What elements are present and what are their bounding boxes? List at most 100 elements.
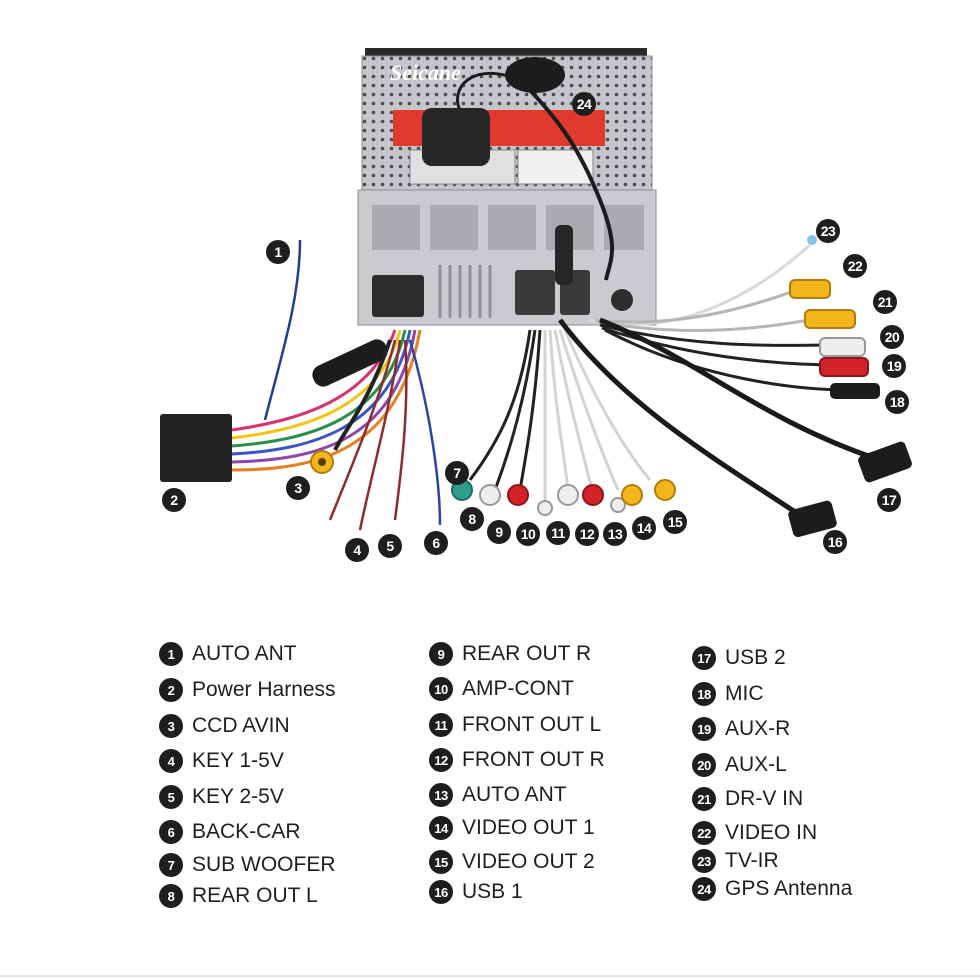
legend-label: AUX-R (725, 717, 791, 740)
callout-14: 14 (632, 516, 656, 540)
callout-11: 11 (546, 521, 570, 545)
legend-label: AUX-L (725, 753, 787, 776)
legend-label: REAR OUT R (462, 642, 592, 665)
legend-number: 6 (159, 820, 183, 844)
callout-1: 1 (266, 240, 290, 264)
wiring-illustration: Seicane (160, 48, 912, 538)
ccd-avin-connector (310, 339, 392, 474)
legend-item: 14 VIDEO OUT 1 (429, 816, 595, 840)
legend-label: VIDEO OUT 2 (462, 850, 595, 873)
legend-label: Power Harness (192, 678, 336, 701)
legend-label: TV-IR (725, 849, 779, 872)
legend-label: KEY 2-5V (192, 785, 284, 808)
legend-item: 12 FRONT OUT R (429, 748, 605, 772)
legend-label: USB 2 (725, 646, 786, 669)
callout-15: 15 (663, 510, 687, 534)
legend-item: 4 KEY 1-5V (159, 749, 284, 773)
legend-label: CCD AVIN (192, 714, 290, 737)
legend-number: 20 (692, 753, 716, 777)
legend-label: AUTO ANT (462, 783, 567, 806)
legend-item: 7 SUB WOOFER (159, 853, 336, 877)
legend-item: 23 TV-IR (692, 849, 779, 873)
legend-item: 9 REAR OUT R (429, 642, 591, 666)
legend-number: 21 (692, 787, 716, 811)
callout-9: 9 (487, 520, 511, 544)
legend-number: 23 (692, 849, 716, 873)
callout-23: 23 (816, 219, 840, 243)
head-unit: Seicane (357, 48, 657, 326)
callout-18: 18 (885, 390, 909, 414)
legend-number: 11 (429, 713, 453, 737)
legend-item: 3 CCD AVIN (159, 714, 290, 738)
legend-number: 14 (429, 816, 453, 840)
rca-plugs-right (788, 235, 912, 538)
legend-number: 3 (159, 714, 183, 738)
callout-16: 16 (823, 530, 847, 554)
legend-item: 2 Power Harness (159, 678, 336, 702)
callout-4: 4 (345, 538, 369, 562)
rca-plugs-bottom (451, 479, 676, 516)
legend-label: DR-V IN (725, 787, 804, 810)
legend-item: 18 MIC (692, 682, 764, 706)
legend-item: 21 DR-V IN (692, 787, 803, 811)
callout-3: 3 (286, 476, 310, 500)
callout-21: 21 (873, 290, 897, 314)
legend-item: 24 GPS Antenna (692, 877, 852, 901)
legend-label: MIC (725, 682, 764, 705)
legend-item: 20 AUX-L (692, 753, 787, 777)
callout-10: 10 (516, 522, 540, 546)
legend-item: 8 REAR OUT L (159, 884, 318, 908)
gps-antenna (422, 57, 614, 285)
legend-number: 1 (159, 642, 183, 666)
legend-number: 22 (692, 821, 716, 845)
callout-8: 8 (460, 507, 484, 531)
legend-label: AUTO ANT (192, 642, 297, 665)
legend-label: SUB WOOFER (192, 853, 336, 876)
legend-label: REAR OUT L (192, 884, 318, 907)
legend-number: 18 (692, 682, 716, 706)
callout-22: 22 (843, 254, 867, 278)
legend-number: 8 (159, 884, 183, 908)
legend-number: 5 (159, 785, 183, 809)
legend-label: GPS Antenna (725, 877, 853, 900)
bottom-divider (0, 975, 980, 977)
legend-item: 5 KEY 2-5V (159, 785, 284, 809)
legend-number: 17 (692, 646, 716, 670)
single-leads (263, 239, 442, 531)
legend-number: 15 (429, 850, 453, 874)
legend-item: 10 AMP-CONT (429, 677, 574, 701)
legend-item: 17 USB 2 (692, 646, 786, 670)
legend-label: FRONT OUT R (462, 748, 605, 771)
legend-item: 15 VIDEO OUT 2 (429, 850, 595, 874)
callout-13: 13 (603, 522, 627, 546)
legend-label: KEY 1-5V (192, 749, 284, 772)
legend-label: AMP-CONT (462, 677, 574, 700)
callout-24: 24 (572, 92, 596, 116)
legend-number: 24 (692, 877, 716, 901)
legend-number: 16 (429, 880, 453, 904)
legend-number: 19 (692, 717, 716, 741)
callout-7: 7 (445, 461, 469, 485)
legend-item: 16 USB 1 (429, 880, 523, 904)
legend-number: 2 (159, 678, 183, 702)
legend-number: 9 (429, 642, 453, 666)
legend-label: FRONT OUT L (462, 713, 602, 736)
legend-item: 11 FRONT OUT L (429, 713, 601, 737)
legend-item: 1 AUTO ANT (159, 642, 297, 666)
wiring-diagram: Seicane (160, 48, 912, 562)
legend-number: 7 (159, 853, 183, 877)
legend-number: 12 (429, 748, 453, 772)
legend-number: 4 (159, 749, 183, 773)
rca-fan (468, 329, 652, 505)
legend-label: VIDEO OUT 1 (462, 816, 595, 839)
legend-label: USB 1 (462, 880, 523, 903)
legend-number: 10 (429, 677, 453, 701)
callout-2: 2 (162, 488, 186, 512)
callout-6: 6 (424, 531, 448, 555)
callout-20: 20 (880, 325, 904, 349)
callout-19: 19 (882, 354, 906, 378)
callout-5: 5 (378, 534, 402, 558)
